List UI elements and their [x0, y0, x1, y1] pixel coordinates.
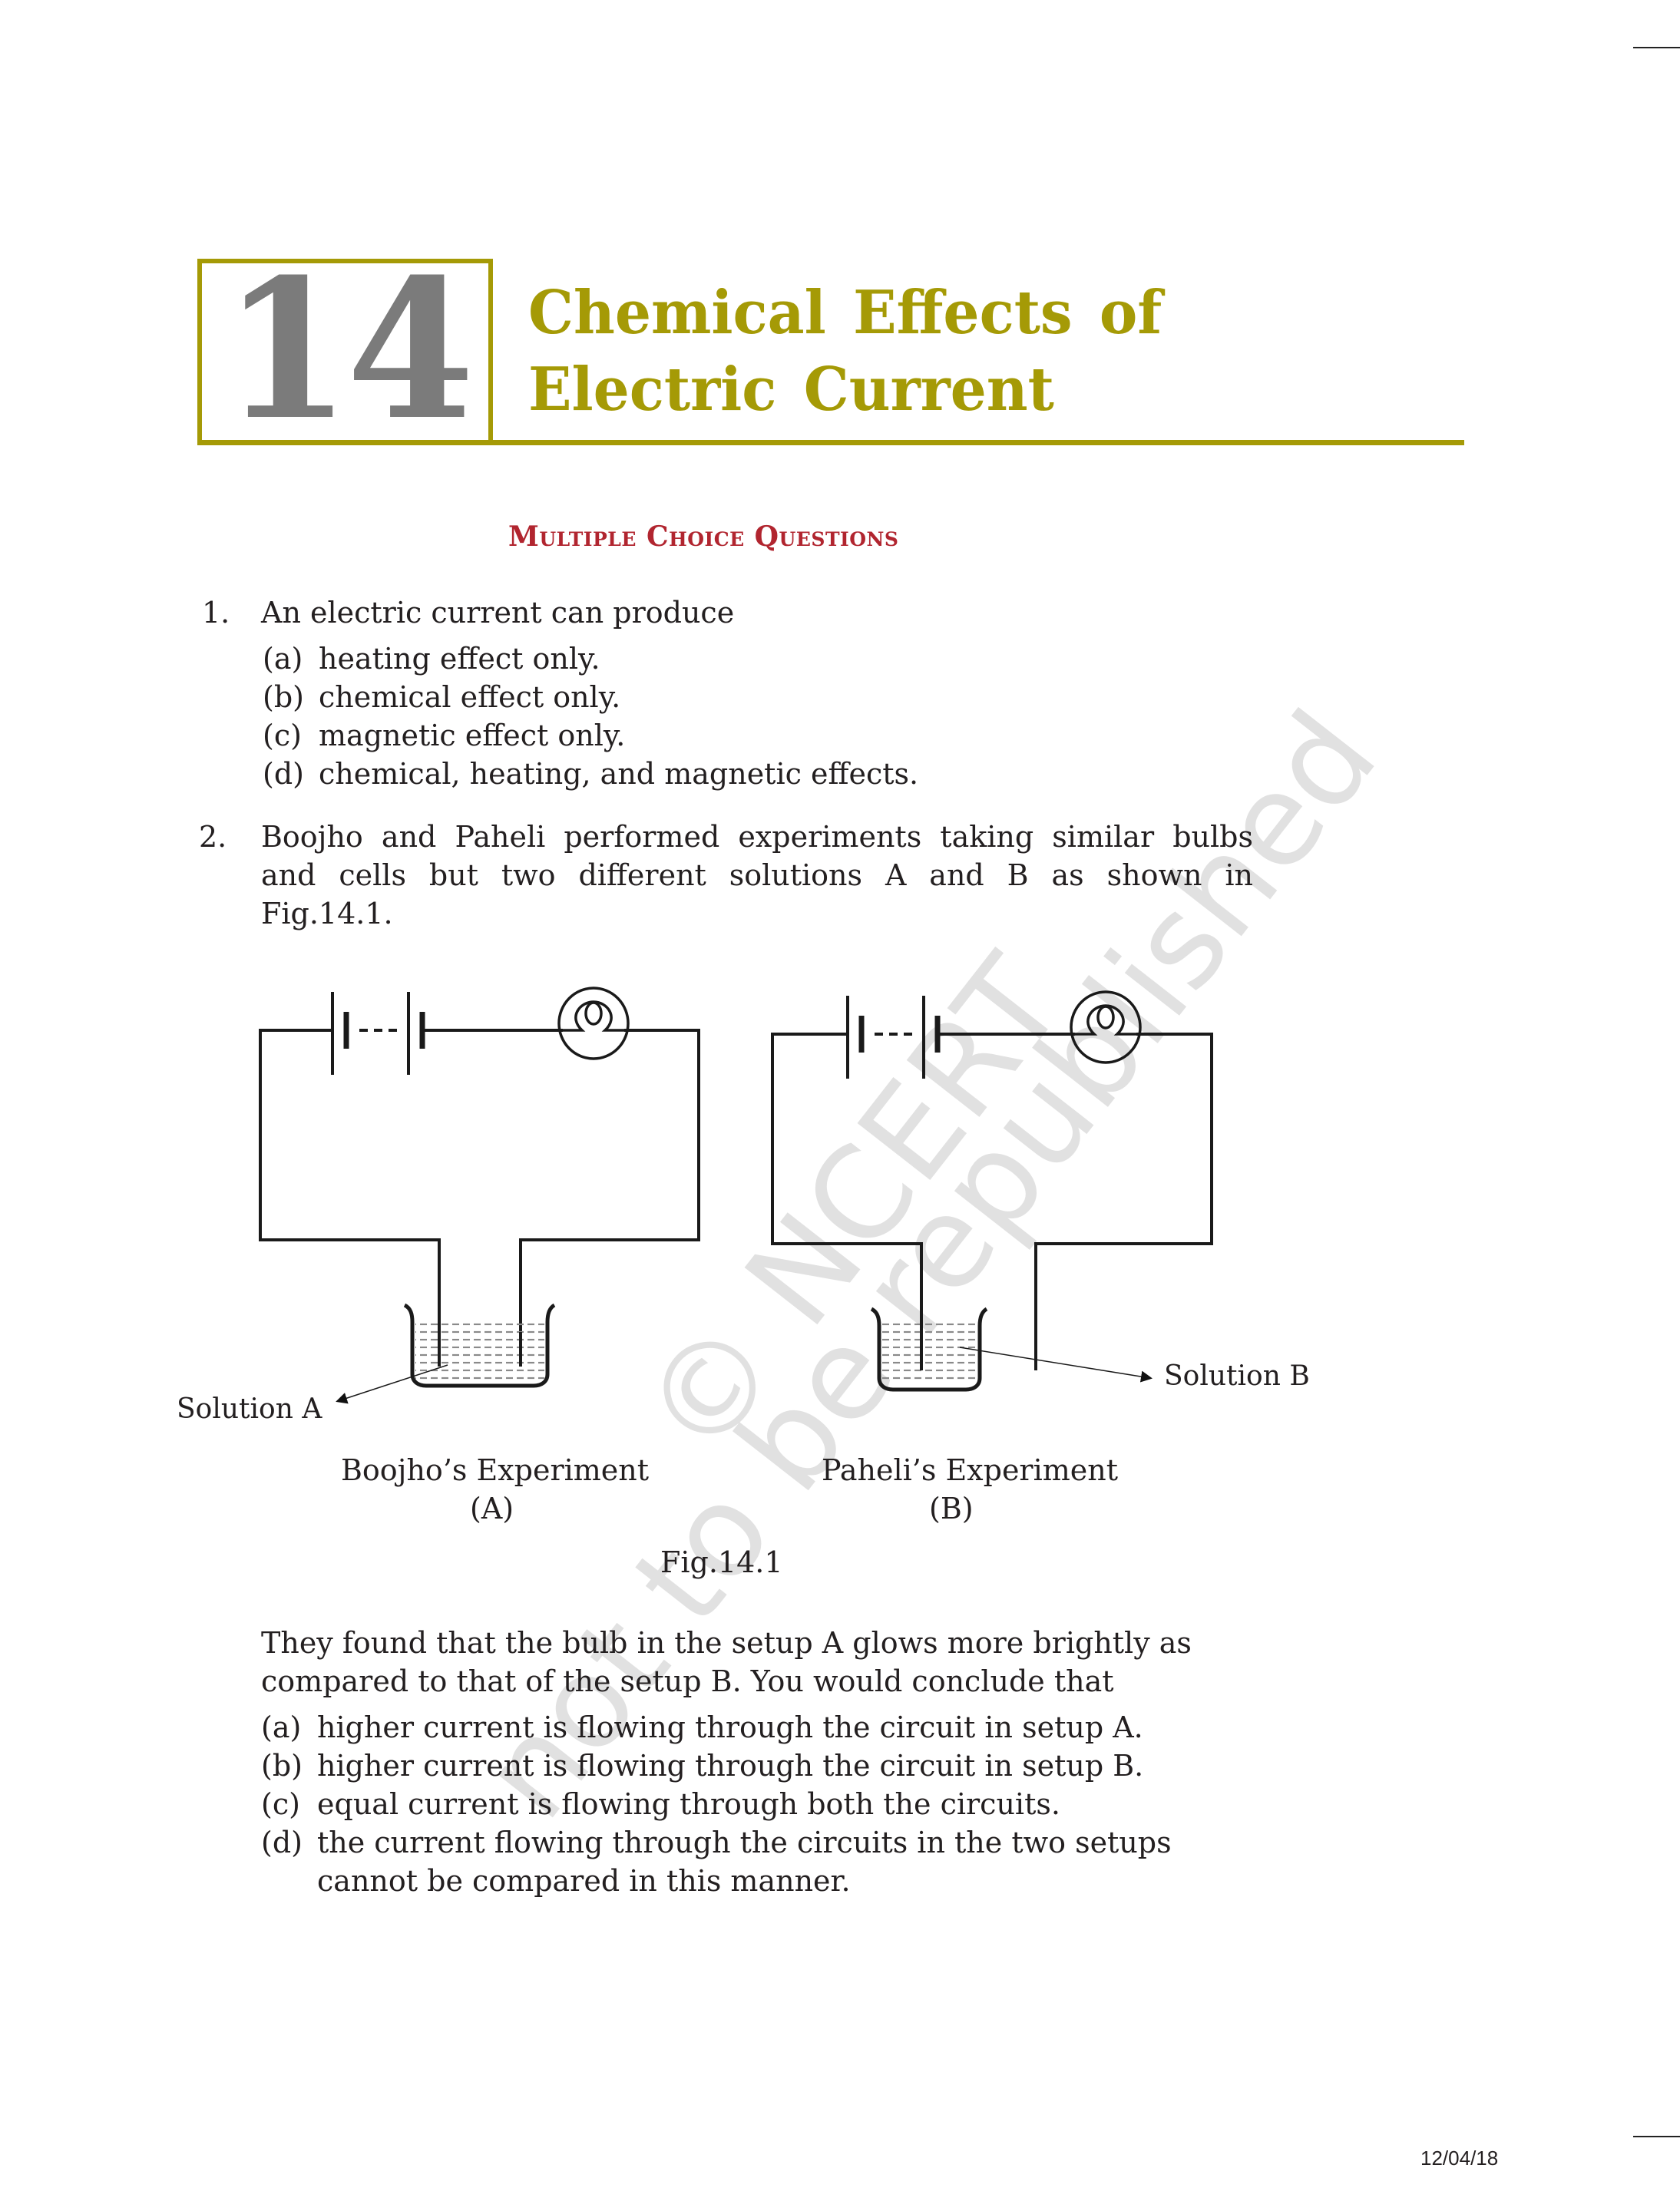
option-text: equal current is flowing through both th…	[317, 1787, 1060, 1821]
circuit-a	[259, 987, 700, 1404]
figure-a-title: Boojho’s Experiment	[341, 1453, 650, 1487]
question-stem-line-2: and cells but two different solutions A …	[261, 858, 1253, 892]
question-stem: An electric current can produce	[261, 596, 735, 630]
chapter-title: Chemical Effects of Electric Current	[528, 275, 1162, 428]
figure-b-title: Paheli’s Experiment	[822, 1453, 1119, 1487]
option-c: (c) magnetic effect only.	[263, 716, 625, 755]
question-number: 2.	[199, 820, 227, 854]
option-d-continued: cannot be compared in this manner.	[317, 1864, 851, 1898]
circuit-diagram	[259, 987, 1213, 1404]
option-label: (a)	[263, 642, 303, 676]
crop-mark-bottom	[1633, 2136, 1680, 2137]
option-b: (b) chemical effect only.	[263, 678, 620, 716]
chapter-rule	[197, 440, 1464, 445]
option-d: (d) the current flowing through the circu…	[261, 1823, 1172, 1862]
option-text: higher current is flowing through the ci…	[317, 1710, 1143, 1744]
solution-a-label: Solution A	[177, 1393, 322, 1425]
option-label: (d)	[263, 757, 304, 791]
option-text: the current flowing through the circuits…	[317, 1826, 1172, 1859]
followup-line-2: compared to that of the setup B. You wou…	[261, 1664, 1114, 1698]
option-c: (c) equal current is flowing through both…	[261, 1785, 1060, 1823]
solution-b-label: Solution B	[1164, 1360, 1310, 1392]
option-text: heating effect only.	[319, 642, 600, 676]
followup-line-1: They found that the bulb in the setup A …	[261, 1626, 1192, 1660]
question-number: 1.	[202, 596, 230, 630]
section-heading: Multiple Choice Questions	[508, 521, 899, 553]
option-text: higher current is flowing through the ci…	[317, 1749, 1144, 1783]
figure-a-subtitle: (A)	[470, 1492, 514, 1525]
footer-date: 12/04/18	[1420, 2147, 1499, 2170]
chapter-title-line-1: Chemical Effects of	[528, 278, 1162, 348]
option-text: chemical, heating, and magnetic effects.	[319, 757, 919, 791]
option-label: (b)	[263, 680, 304, 714]
option-b: (b) higher current is flowing through the…	[261, 1747, 1143, 1785]
option-label: (c)	[263, 719, 302, 752]
question-stem-line-1: Boojho and Paheli performed experiments …	[261, 820, 1253, 854]
option-label: (b)	[261, 1749, 303, 1783]
option-label: (c)	[261, 1787, 300, 1821]
chapter-number: 14	[223, 236, 475, 462]
figure-b-subtitle: (B)	[929, 1492, 974, 1525]
circuit-b	[771, 990, 1213, 1392]
option-a: (a) heating effect only.	[263, 640, 600, 678]
figure-caption: Fig.14.1	[660, 1545, 783, 1579]
option-text: chemical effect only.	[319, 680, 621, 714]
crop-mark-top	[1633, 47, 1680, 48]
option-d: (d) chemical, heating, and magnetic effec…	[263, 755, 918, 793]
chapter-number-box	[197, 259, 493, 440]
option-label: (a)	[261, 1710, 302, 1744]
question-stem-line-3: Fig.14.1.	[261, 897, 393, 930]
option-label: (d)	[261, 1826, 303, 1859]
option-a: (a) higher current is flowing through the…	[261, 1708, 1143, 1747]
option-text: magnetic effect only.	[319, 719, 626, 752]
chapter-title-line-2: Electric Current	[528, 355, 1054, 425]
